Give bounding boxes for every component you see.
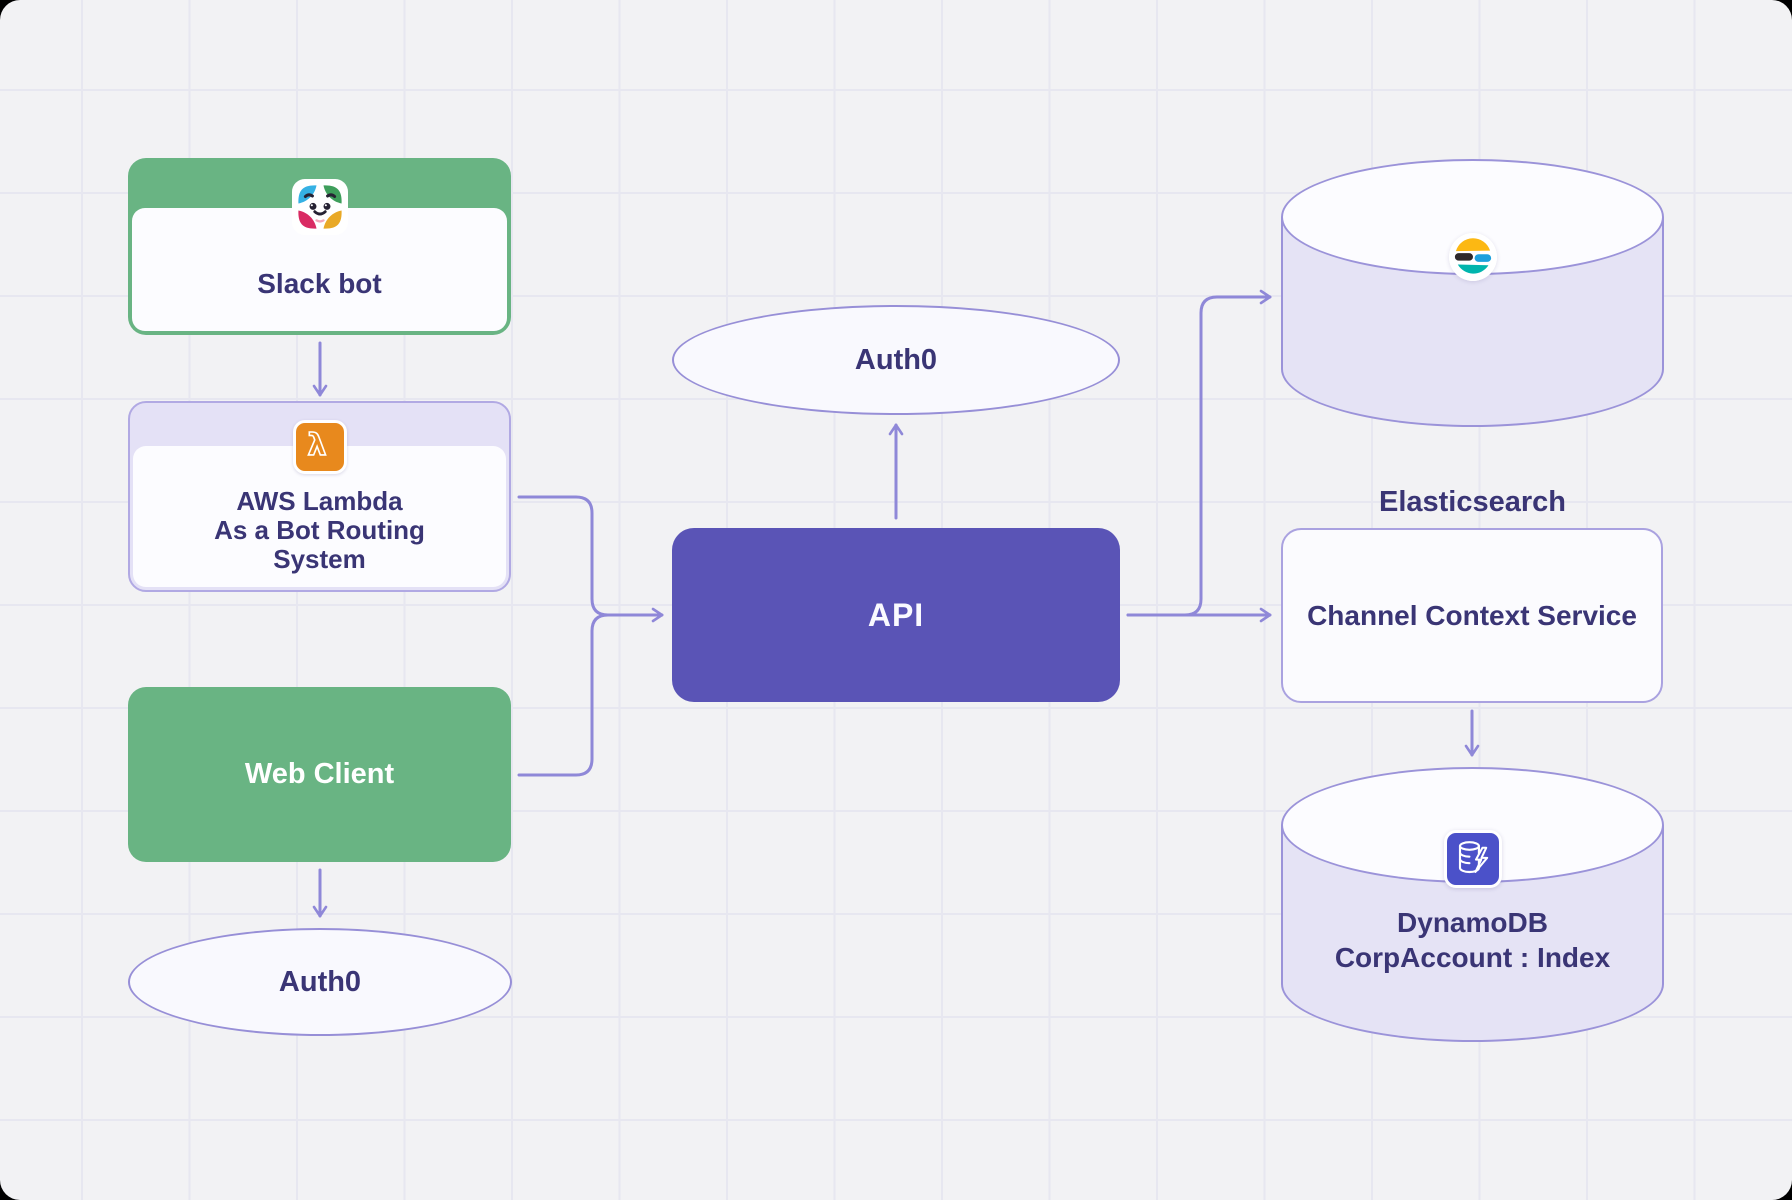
edge-api-to-elasticsearch [1126,289,1272,617]
node-channel-context-service[interactable]: Channel Context Service [1281,528,1663,703]
edge-lambda-to-api [517,495,664,623]
aws-lambda-icon: λ [292,420,347,474]
lambda-label-line-3: System [273,544,366,574]
slack-bot-icon [291,179,348,235]
svg-text:λ: λ [307,428,326,463]
node-auth0-top[interactable]: Auth0 [672,305,1120,415]
node-dynamodb[interactable]: DynamoDB CorpAccount : Index [1281,767,1664,1042]
node-label: API [867,596,925,633]
node-label: DynamoDB CorpAccount : Index [1281,905,1664,975]
node-label: Auth0 [854,343,938,376]
node-auth0-left[interactable]: Auth0 [128,928,512,1036]
elasticsearch-icon [1448,233,1497,281]
lambda-label-line-1: AWS Lambda [236,486,403,516]
node-slack-bot[interactable]: Slack bot [128,158,511,335]
dynamodb-label-line-1: DynamoDB [1397,907,1548,938]
node-label: Slack bot [257,268,382,299]
node-label: AWS Lambda As a Bot Routing System [130,487,509,574]
node-label: Elasticsearch [1378,486,1566,518]
node-label: Web Client [244,758,395,790]
node-label: Auth0 [278,965,362,998]
node-label: Channel Context Service [1307,599,1637,631]
node-aws-lambda[interactable]: λ AWS Lambda As a Bot Routing System [128,401,511,592]
edge-webclient-to-api [517,613,610,777]
lambda-label-line-2: As a Bot Routing [214,515,425,545]
dynamodb-label-line-2: CorpAccount : Index [1334,942,1611,973]
node-elasticsearch[interactable]: Elasticsearch [1281,159,1664,518]
node-api[interactable]: API [672,528,1120,702]
node-web-client[interactable]: Web Client [128,687,511,862]
dynamodb-icon [1443,830,1502,888]
